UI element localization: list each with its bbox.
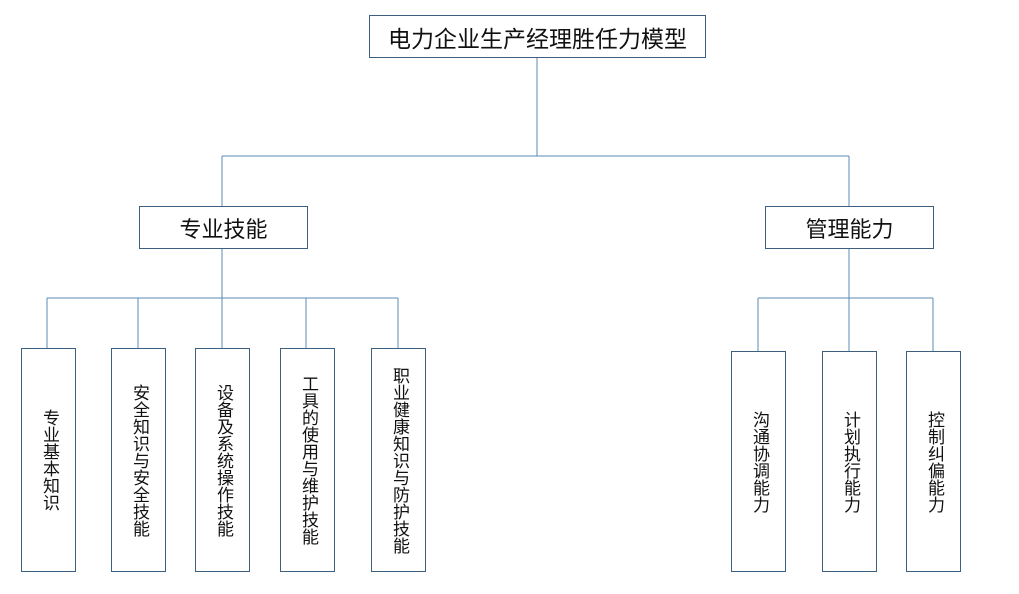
leaf-node-label: 设备及系统操作技能: [213, 383, 233, 537]
leaf-node-safety: 安全知识与安全技能: [111, 348, 166, 572]
root-node: 电力企业生产经理胜任力模型: [369, 15, 706, 58]
leaf-node-basic-knowledge: 专业基本知识: [21, 348, 76, 572]
leaf-node-plan-execution: 计划执行能力: [822, 351, 877, 572]
leaf-node-control-correction: 控制纠偏能力: [906, 351, 961, 572]
branch-node-label: 管理能力: [805, 217, 894, 243]
leaf-node-label: 计划执行能力: [840, 410, 860, 513]
leaf-node-label: 职业健康知识与防护技能: [389, 366, 409, 554]
leaf-node-label: 工具的使用与维护技能: [298, 375, 318, 545]
leaf-node-occupational-health: 职业健康知识与防护技能: [371, 348, 426, 572]
leaf-node-label: 专业基本知识: [39, 409, 59, 511]
leaf-node-label: 安全知识与安全技能: [129, 383, 149, 537]
leaf-node-equipment-operation: 设备及系统操作技能: [195, 348, 250, 572]
leaf-node-label: 控制纠偏能力: [924, 410, 944, 513]
leaf-node-communication: 沟通协调能力: [731, 351, 786, 572]
leaf-node-tool-maintenance: 工具的使用与维护技能: [280, 348, 335, 572]
leaf-node-label: 沟通协调能力: [749, 410, 769, 513]
branch-node-label: 专业技能: [179, 217, 268, 243]
branch-node-management-ability: 管理能力: [765, 206, 934, 249]
branch-node-professional-skills: 专业技能: [139, 206, 308, 249]
root-node-label: 电力企业生产经理胜任力模型: [388, 26, 687, 53]
